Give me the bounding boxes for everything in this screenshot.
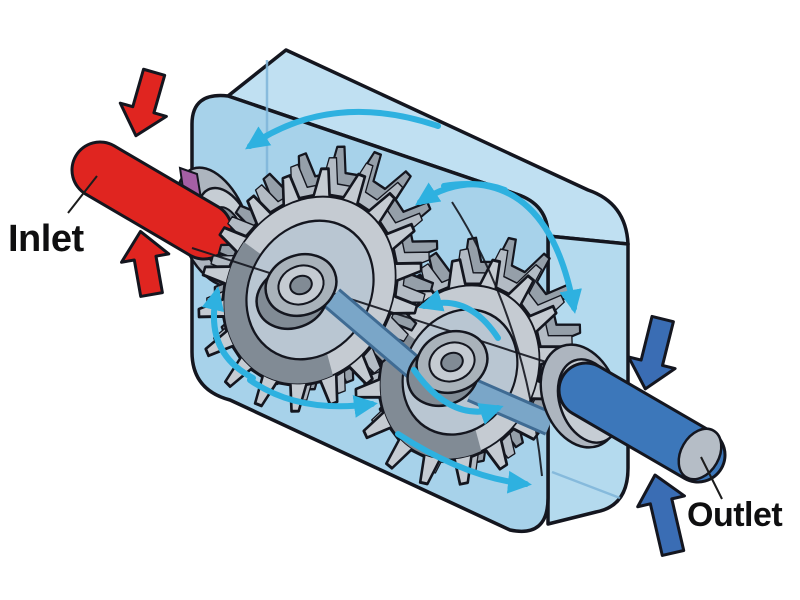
hub-ring: [289, 274, 313, 296]
inlet-arrow-down: [118, 67, 168, 138]
gear-inner-shadow: [224, 242, 333, 384]
circulation-arrows: [201, 108, 582, 494]
outlet-label: Outlet: [687, 496, 783, 534]
hub-ring: [440, 351, 464, 373]
flow-arc-left-side: [201, 286, 256, 381]
driven-gear-hub: [406, 329, 489, 408]
flow-arc-right-side: [441, 181, 582, 314]
inlet-arrow-up: [119, 229, 171, 298]
inlet-flow-arrows: [118, 67, 171, 298]
casing-split-line: [191, 247, 547, 363]
inlet-label: Inlet: [8, 218, 84, 260]
gear-shaft-band: [467, 378, 555, 436]
cavity-contour-line: [451, 201, 543, 477]
inlet-shaft: [70, 140, 234, 261]
flow-arc-bottom-left: [247, 377, 378, 418]
outlet-arrow-down: [627, 314, 677, 391]
flow-arc-gear-lower: [411, 367, 504, 425]
flow-arc-bottom-right: [395, 431, 532, 494]
outlet-shaft: [557, 361, 727, 484]
glass-reflection-line: [551, 470, 621, 500]
inlet-pointer-line: [67, 175, 98, 214]
outlet-flow-arrows: [627, 314, 686, 557]
outlet-pointer-line: [700, 456, 723, 500]
drive-gear-hub: [255, 252, 338, 331]
outlet-shaft-cap: [677, 427, 723, 481]
flow-arc-top-left: [245, 108, 441, 150]
outlet-arrow-up: [636, 473, 686, 557]
flow-arc-gear-upper: [418, 289, 501, 341]
